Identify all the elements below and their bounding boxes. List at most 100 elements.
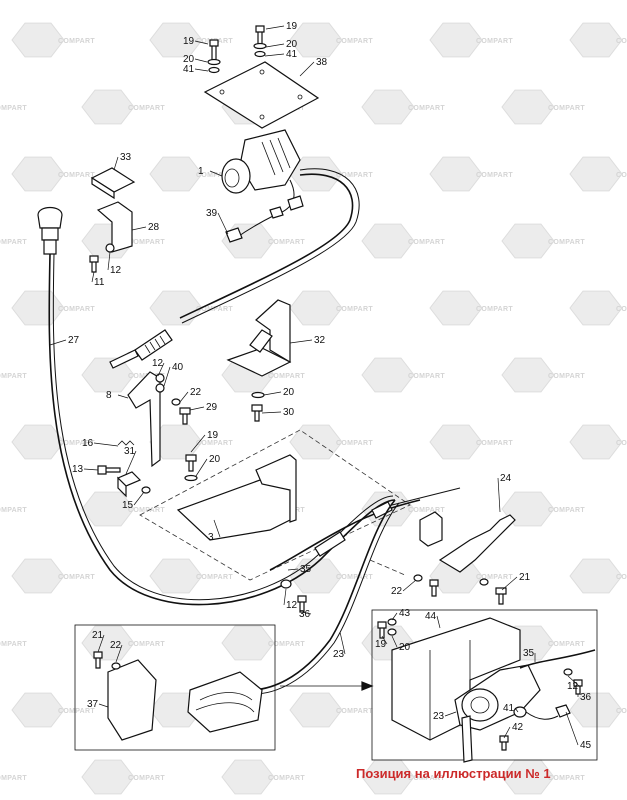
callout-leader-line xyxy=(107,251,111,271)
watermark-hexagon xyxy=(429,424,483,460)
watermark-hexagon xyxy=(569,156,623,192)
callout-leader-line xyxy=(283,588,287,606)
part-callout-12: 12 xyxy=(286,600,298,611)
cable-35-clip xyxy=(371,501,393,519)
watermark-text: COMPART xyxy=(128,105,165,112)
washer-20-inset xyxy=(387,628,397,636)
callout-leader-line xyxy=(125,450,137,475)
watermark-text: COMPART xyxy=(616,38,627,45)
part-callout-19: 19 xyxy=(286,21,298,32)
watermark-text: COMPART xyxy=(196,172,233,179)
callout-leader-line xyxy=(301,611,312,615)
callout-leader-line xyxy=(381,635,388,645)
actuator-ribs xyxy=(261,137,291,176)
watermark-text: COMPART xyxy=(0,373,27,380)
spring-16 xyxy=(117,440,135,446)
actuator-boot-detail xyxy=(195,692,255,713)
callout-leader-line xyxy=(190,434,206,453)
watermark-hexagon xyxy=(289,424,343,460)
bolt-19-right xyxy=(255,25,265,45)
watermark-hexagon xyxy=(569,290,623,326)
watermark-text: COMPART xyxy=(58,708,95,715)
watermark-text: COMPART xyxy=(128,239,165,246)
callout-leader-line xyxy=(514,707,519,713)
watermark-text: COMPART xyxy=(268,775,305,782)
watermark-hexagon xyxy=(289,692,343,728)
part-callout-12: 12 xyxy=(110,265,122,276)
part-callout-20: 20 xyxy=(209,454,221,465)
watermark-hexagon xyxy=(429,290,483,326)
watermark-text: COMPART xyxy=(336,38,373,45)
watermark-text: COMPART xyxy=(336,172,373,179)
callout-leader-line xyxy=(265,43,285,48)
watermark-text: COMPART xyxy=(476,306,513,313)
watermark-text: COMPART xyxy=(616,708,627,715)
part-callout-31: 31 xyxy=(124,446,136,457)
watermark-text: COMPART xyxy=(336,440,373,447)
connector-39-socket xyxy=(287,195,304,211)
watermark-text: COMPART xyxy=(128,507,165,514)
watermark-hexagon xyxy=(149,156,203,192)
watermark-text: COMPART xyxy=(616,172,627,179)
callout-leader-line xyxy=(115,644,123,663)
watermark-hexagon xyxy=(501,491,555,527)
watermark-hexagon xyxy=(569,692,623,728)
part-callout-20: 20 xyxy=(283,387,295,398)
callout-leader-line xyxy=(289,339,313,344)
watermark-hexagon xyxy=(429,22,483,58)
connector-39-inline xyxy=(269,206,284,219)
part-callout-37: 37 xyxy=(87,699,99,710)
callout-leader-line xyxy=(391,635,398,648)
watermark-text: COMPART xyxy=(0,641,27,648)
part-callout-36: 36 xyxy=(580,692,592,703)
watermark-text: COMPART xyxy=(476,440,513,447)
washer-22-right xyxy=(479,578,489,586)
nut-41-left xyxy=(208,66,220,74)
watermark-hexagon xyxy=(149,290,203,326)
bolt-19-mid xyxy=(185,454,197,472)
part-8-bracket xyxy=(127,371,161,468)
watermark-text: COMPART xyxy=(548,775,585,782)
cable-end-rod xyxy=(109,349,139,369)
washer-20-low xyxy=(184,474,198,482)
callout-leader-line xyxy=(436,615,441,629)
watermark-hexagon xyxy=(81,759,135,795)
nut-12-inset xyxy=(563,668,573,676)
callout-arrowhead xyxy=(361,681,374,691)
watermark-text: COMPART xyxy=(58,38,95,45)
watermark-text: COMPART xyxy=(0,775,27,782)
plate-hole xyxy=(297,94,303,100)
part-31-clamp-body xyxy=(117,476,127,498)
watermark-hexagon xyxy=(11,692,65,728)
washer-22 xyxy=(171,398,181,406)
callout-leader-line xyxy=(97,634,105,653)
part-32-lever xyxy=(249,329,273,353)
part-32-upright xyxy=(255,299,291,364)
part-callout-22: 22 xyxy=(190,387,202,398)
bolt-21-inset xyxy=(93,651,103,669)
part-callout-15: 15 xyxy=(122,500,134,511)
watermark-hexagon xyxy=(11,424,65,460)
part-callout-21: 21 xyxy=(519,572,531,583)
watermark-text: COMPART xyxy=(196,440,233,447)
part-callout-33: 33 xyxy=(120,152,132,163)
part-callout-32: 32 xyxy=(314,335,326,346)
callout-leader-line xyxy=(91,271,95,283)
boundary-box-right xyxy=(369,559,406,576)
watermark-text: COMPART xyxy=(616,574,627,581)
part-callout-29: 29 xyxy=(206,402,218,413)
part-3-upright xyxy=(255,454,297,523)
callout-leader-line xyxy=(93,442,119,447)
callout-leader-line xyxy=(131,226,147,231)
callout-leader-line xyxy=(263,391,282,396)
part-callout-16: 16 xyxy=(82,438,94,449)
watermark-text: COMPART xyxy=(408,105,445,112)
wire-45 xyxy=(525,711,559,720)
callout-leader-line xyxy=(49,339,67,346)
watermark-text: COMPART xyxy=(336,574,373,581)
part-33-relay-side xyxy=(91,176,115,200)
nut-12-arm xyxy=(155,373,165,383)
watermark-hexagon xyxy=(289,22,343,58)
watermark-text: COMPART xyxy=(476,38,513,45)
bolt-11 xyxy=(89,255,99,273)
